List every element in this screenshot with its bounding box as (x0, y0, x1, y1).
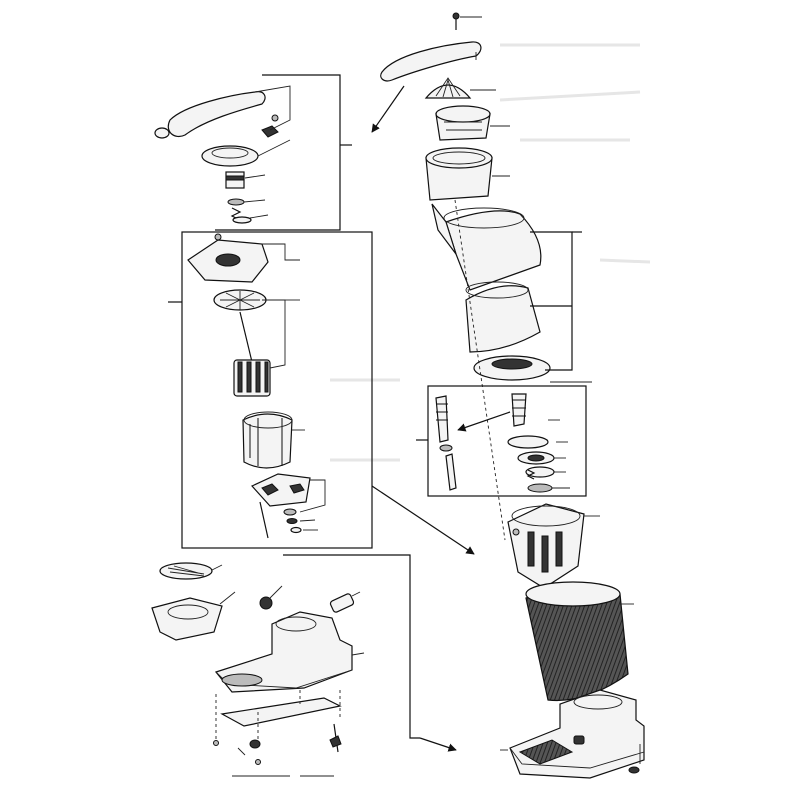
base-plate-part (220, 697, 342, 727)
leader-lines (262, 243, 300, 261)
base-assembly-group (151, 554, 420, 777)
base-housing-part (214, 611, 353, 693)
arrow-motor-to-stack (371, 485, 475, 555)
washer-part (283, 508, 297, 516)
sieve-cylinder-part (465, 285, 541, 353)
bracket (215, 74, 341, 231)
lever-handle-part (380, 41, 482, 82)
leader-lines (470, 89, 592, 383)
small-screw-part (271, 114, 279, 122)
foot-part (249, 739, 261, 749)
gasket-part (507, 435, 549, 449)
motor-box-frame (181, 231, 373, 549)
motor-shaft-part (239, 311, 253, 363)
cover-disc-part (201, 145, 259, 167)
arrow-handle-to-stack (371, 85, 405, 133)
bracket (283, 554, 420, 739)
clip-part (261, 125, 279, 138)
motor-assembly-box (168, 231, 373, 549)
handle-assembly-group (154, 74, 352, 231)
drip-grate-part (518, 739, 574, 765)
washer-part (227, 198, 245, 206)
stator-part (242, 413, 293, 469)
arrow-base-to-stack (419, 737, 457, 752)
background-smudges (330, 43, 651, 462)
lower-bracket-part (251, 473, 311, 507)
long-screw-part (259, 501, 269, 539)
leader-lines (254, 85, 291, 131)
detail-arrow (457, 411, 511, 432)
main-stack-group (380, 12, 645, 779)
connector-arrows (371, 85, 475, 752)
bowl-funnel-part (445, 210, 542, 291)
spindle-part (435, 395, 449, 443)
switch-part (329, 593, 355, 613)
spindle-detail-box (427, 385, 587, 497)
handle-cap-part (154, 127, 170, 139)
reamer-cone-part (424, 84, 472, 99)
handle-part (167, 91, 266, 138)
bracket (530, 231, 573, 371)
knob-part (259, 596, 273, 610)
leader-lines (548, 419, 570, 489)
rotor-part (233, 359, 271, 397)
spindle-part (511, 393, 527, 427)
